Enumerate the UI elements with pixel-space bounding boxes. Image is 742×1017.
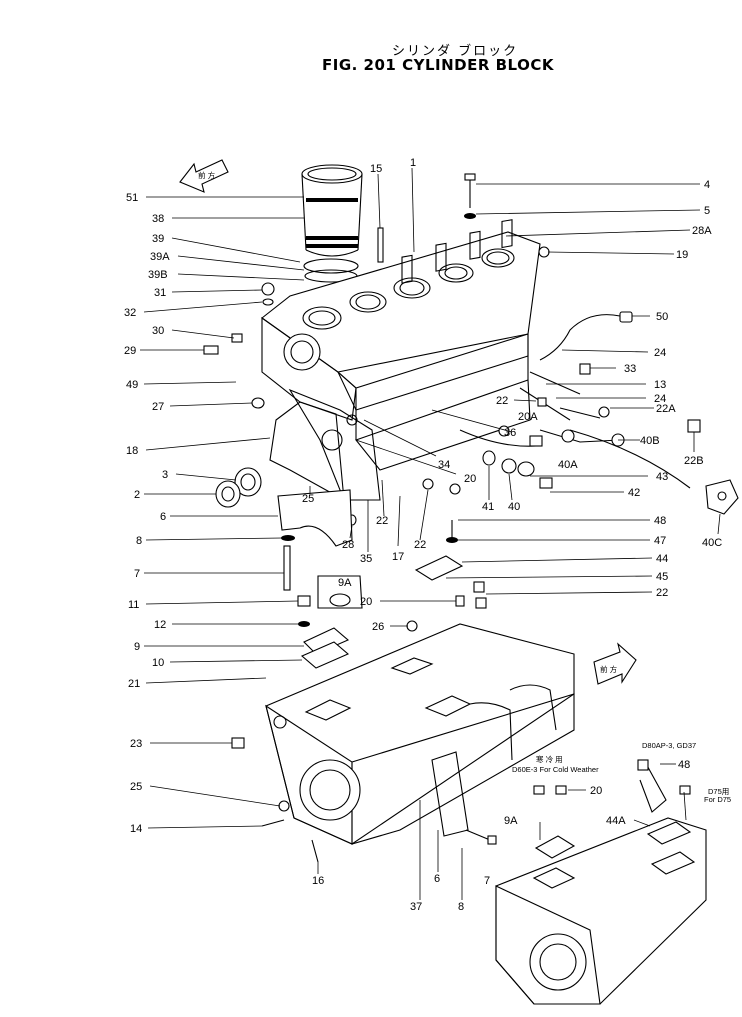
small-fittings xyxy=(203,173,553,526)
callout-22-mid: 22 xyxy=(414,539,426,551)
callout-39a: 39A xyxy=(150,251,170,263)
callout-48: 48 xyxy=(654,515,666,527)
callout-28a: 28A xyxy=(692,225,712,237)
callout-30: 30 xyxy=(152,325,164,337)
callout-19: 19 xyxy=(676,249,688,261)
callout-43: 43 xyxy=(656,471,668,483)
callout-14: 14 xyxy=(130,823,142,835)
callout-6: 6 xyxy=(160,511,166,523)
callout-34: 34 xyxy=(438,459,450,471)
figure-title: FIG. 201 CYLINDER BLOCK xyxy=(322,56,554,74)
callout-21: 21 xyxy=(128,678,140,690)
callout-17: 17 xyxy=(392,551,404,563)
callout-40b: 40B xyxy=(640,435,660,447)
callout-22a: 22A xyxy=(656,403,676,415)
upper-cylinder-block xyxy=(261,219,541,501)
callout-40c: 40C xyxy=(702,537,722,549)
callout-48-right: 48 xyxy=(678,759,690,771)
callout-2: 2 xyxy=(134,489,140,501)
callout-1: 1 xyxy=(410,157,416,169)
callout-22-right: 22 xyxy=(656,587,668,599)
callout-24-lower: 24 xyxy=(654,393,666,405)
note-d75: D75用 xyxy=(708,787,729,796)
callout-22b: 22B xyxy=(684,455,704,467)
callout-38: 38 xyxy=(152,213,164,225)
alternate-block-view xyxy=(495,759,707,1005)
leader-lines xyxy=(140,167,721,900)
front-direction-arrow-lower: 前 方 xyxy=(593,642,637,685)
callout-7-lower: 7 xyxy=(484,875,490,887)
callout-39b: 39B xyxy=(148,269,168,281)
callout-12: 12 xyxy=(154,619,166,631)
callout-49: 49 xyxy=(126,379,138,391)
note-d80: D80AP-3, GD37 xyxy=(642,741,696,750)
callout-6-lower: 6 xyxy=(434,873,440,885)
callout-25-lower: 25 xyxy=(130,781,142,793)
callout-40a: 40A xyxy=(558,459,578,471)
cylinder-liner xyxy=(301,164,363,257)
callout-18: 18 xyxy=(126,445,138,457)
lower-block-bottom-view xyxy=(231,623,575,863)
variant-notes: 寒 冷 用 D60E-3 For Cold Weather D80AP-3, G… xyxy=(512,741,731,804)
callout-20-mid: 20 xyxy=(464,473,476,485)
note-cold-weather: D60E-3 For Cold Weather xyxy=(512,765,599,774)
callout-39: 39 xyxy=(152,233,164,245)
callout-47: 47 xyxy=(654,535,666,547)
callout-25-upper: 25 xyxy=(302,493,314,505)
note-cold-weather-jp: 寒 冷 用 xyxy=(536,754,563,764)
callout-8: 8 xyxy=(136,535,142,547)
callout-labels: 51 38 39 39A 39B 31 32 30 29 49 27 18 3 … xyxy=(124,157,722,913)
callout-22-upper: 22 xyxy=(496,395,508,407)
callout-7: 7 xyxy=(134,568,140,580)
callout-37: 37 xyxy=(410,901,422,913)
callout-42: 42 xyxy=(628,487,640,499)
callout-20-lower: 20 xyxy=(360,596,372,608)
callout-15: 15 xyxy=(370,163,382,175)
callout-8-lower: 8 xyxy=(458,901,464,913)
callout-26: 26 xyxy=(372,621,384,633)
callout-44a: 44A xyxy=(606,815,626,827)
callout-20a: 20A xyxy=(518,411,538,423)
note-d75-en: For D75 xyxy=(704,795,731,804)
callout-4: 4 xyxy=(704,179,710,191)
main-bearing-parts xyxy=(215,467,353,591)
callout-3: 3 xyxy=(162,469,168,481)
callout-23: 23 xyxy=(130,738,142,750)
callout-24-upper: 24 xyxy=(654,347,666,359)
callout-40: 40 xyxy=(508,501,520,513)
callout-50: 50 xyxy=(656,311,668,323)
callout-29: 29 xyxy=(124,345,136,357)
callout-41: 41 xyxy=(482,501,494,513)
callout-51: 51 xyxy=(126,192,138,204)
callout-31: 31 xyxy=(154,287,166,299)
direction-mark-upper: 前 方 xyxy=(198,170,216,180)
title-japanese: シリンダ ブロック xyxy=(392,44,519,59)
callout-44: 44 xyxy=(656,553,668,565)
callout-11: 11 xyxy=(128,599,139,611)
callout-35: 35 xyxy=(360,553,372,565)
callout-33: 33 xyxy=(624,363,636,375)
direction-mark-lower: 前 方 xyxy=(600,664,618,674)
callout-16: 16 xyxy=(312,875,324,887)
callout-28: 28 xyxy=(342,539,354,551)
callout-5: 5 xyxy=(704,205,710,217)
water-pipes xyxy=(459,311,739,515)
callout-27: 27 xyxy=(152,401,164,413)
callout-36: 36 xyxy=(504,427,516,439)
callout-20-right: 20 xyxy=(590,785,602,797)
cover-plates xyxy=(297,520,487,669)
callout-9a-lower: 9A xyxy=(504,815,518,827)
callout-22-left: 22 xyxy=(376,515,388,527)
callout-9: 9 xyxy=(134,641,140,653)
callout-10: 10 xyxy=(152,657,164,669)
callout-13: 13 xyxy=(654,379,666,391)
front-direction-arrow-upper: 前 方 xyxy=(179,159,229,193)
callout-9a-upper: 9A xyxy=(338,577,352,589)
callout-32: 32 xyxy=(124,307,136,319)
callout-45: 45 xyxy=(656,571,668,583)
